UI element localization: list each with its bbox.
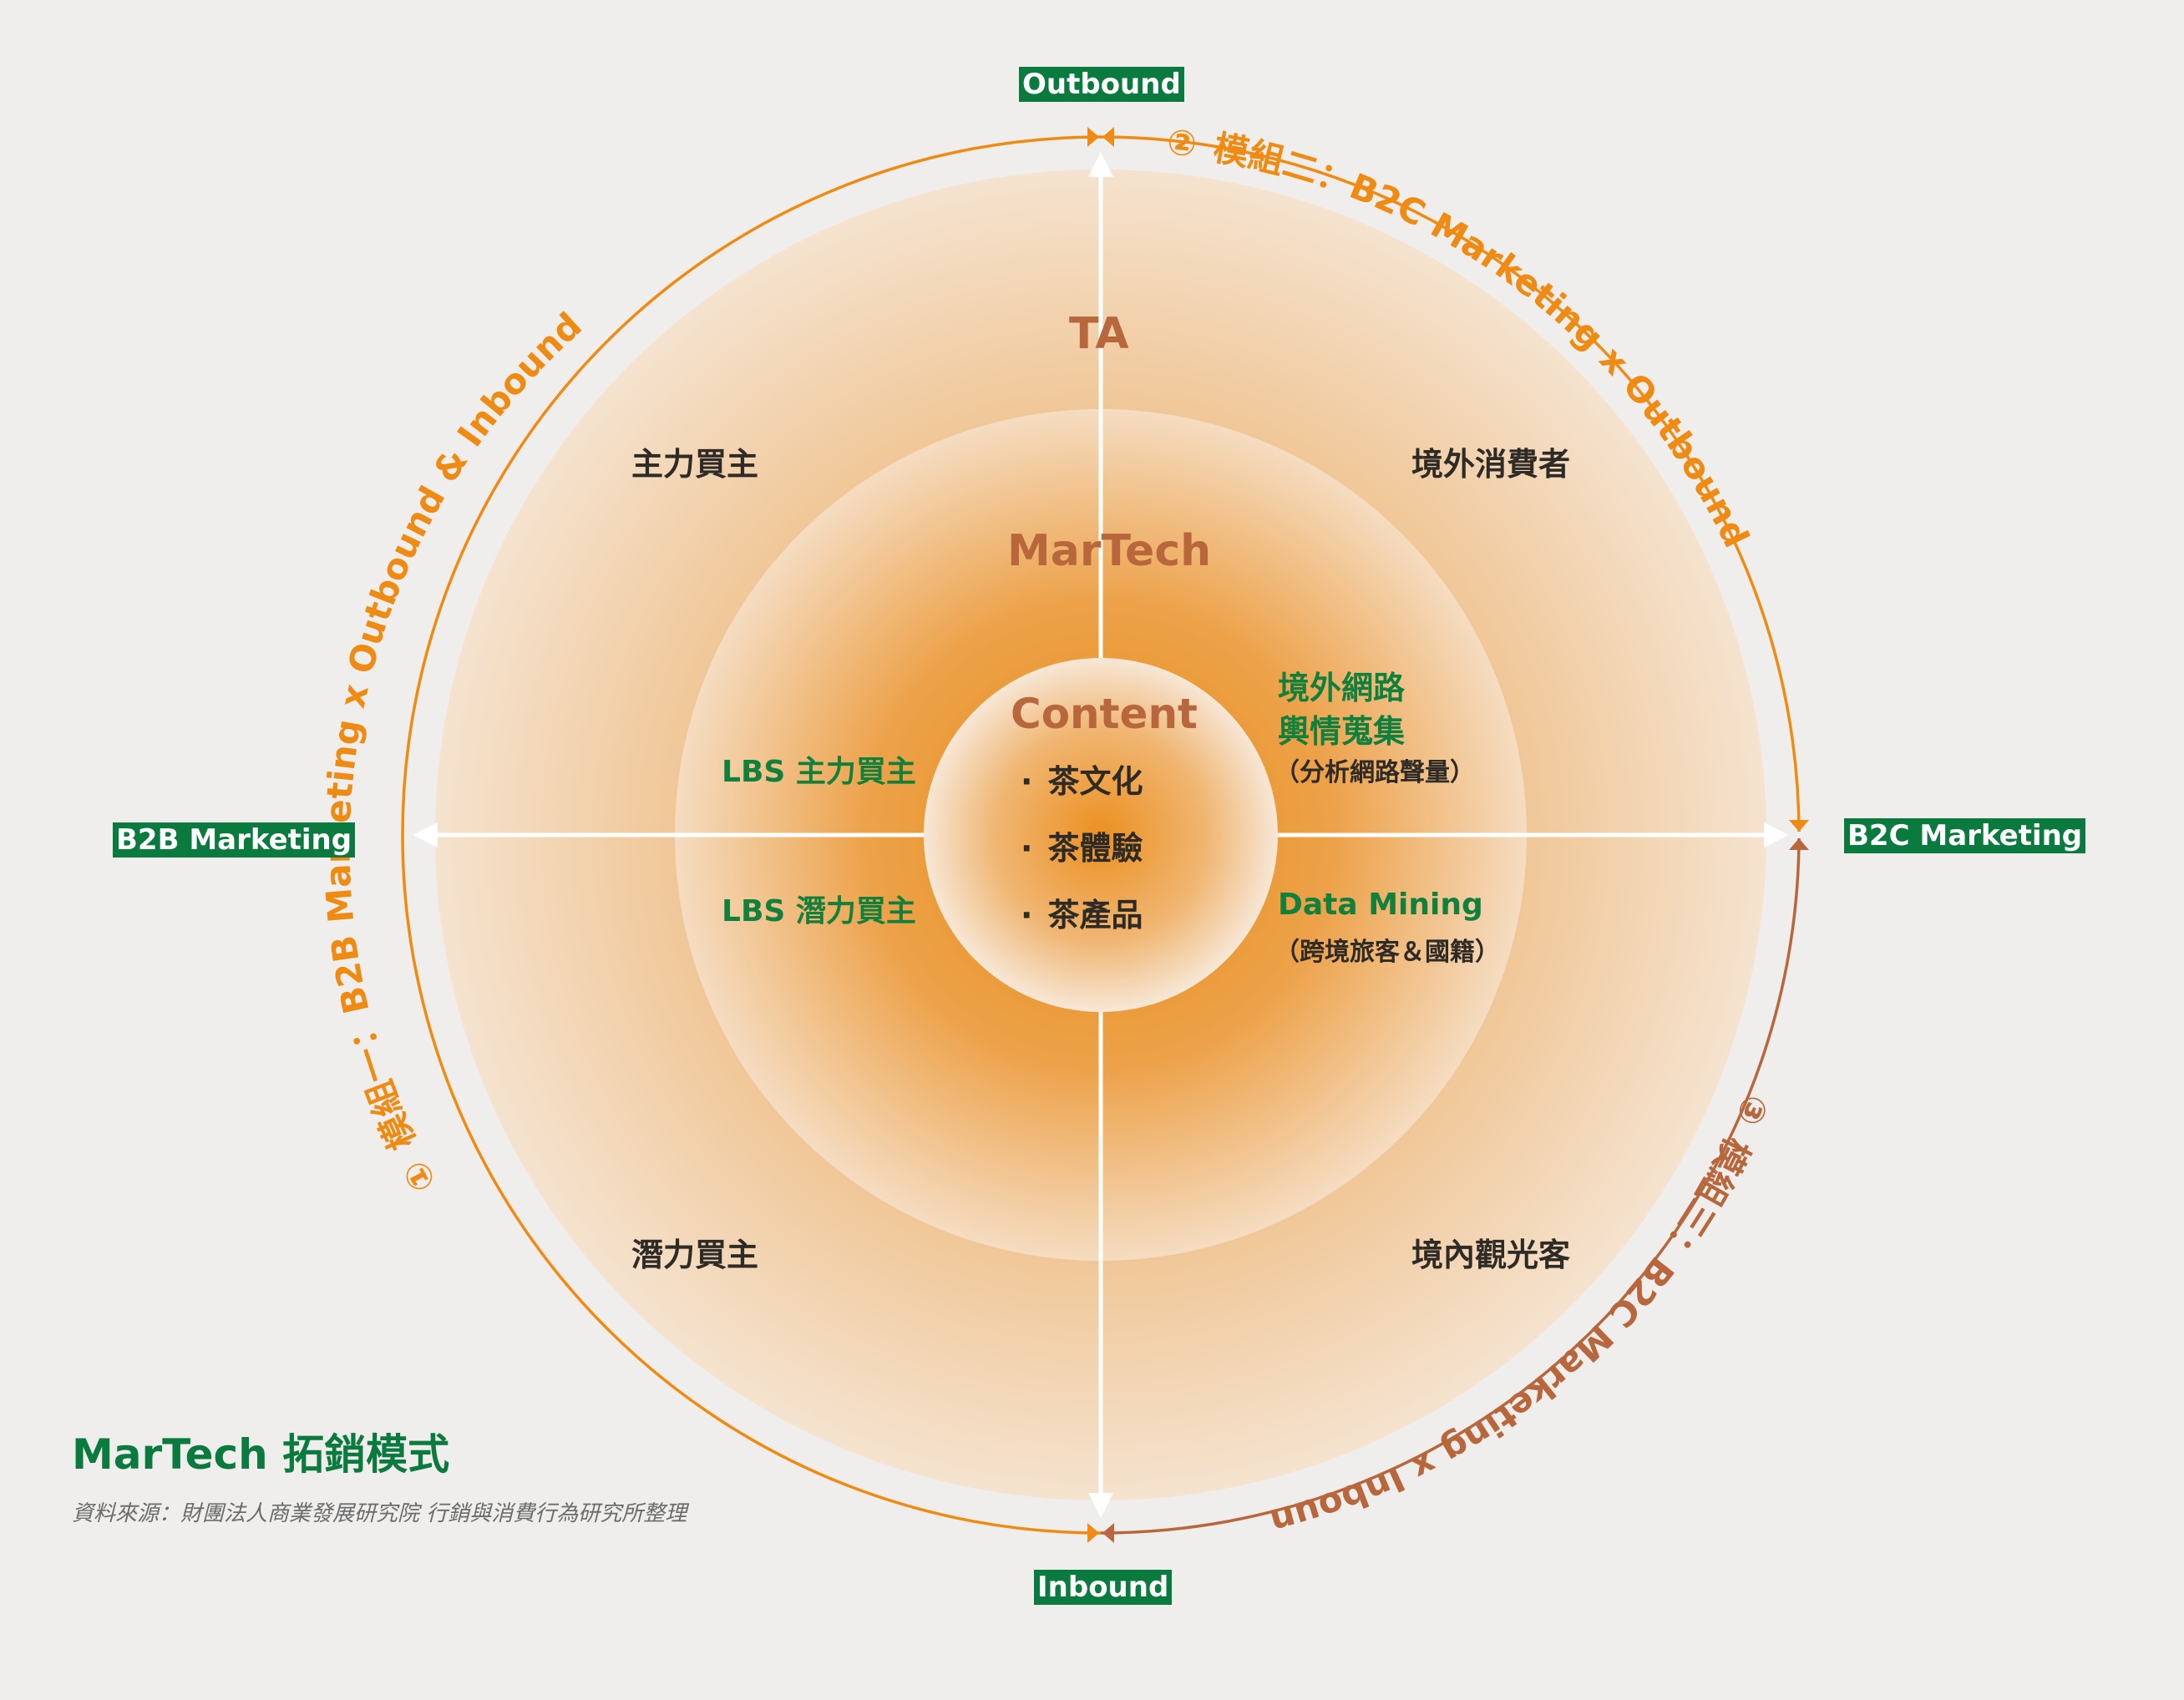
quadrant-top-left: 主力買主	[631, 446, 759, 483]
axis-label-b2c: B2C Marketing	[1844, 818, 2086, 853]
center-item: 茶產品	[1021, 882, 1143, 949]
axis-label-b2b: B2B Marketing	[113, 822, 356, 858]
axis-label-outbound: Outbound	[1019, 67, 1184, 102]
module-arc-brown	[1100, 837, 1801, 1535]
data-mining-title: Data Mining	[1278, 888, 1483, 922]
center-item-list: 茶文化 茶體驗 茶產品	[1021, 748, 1143, 949]
data-mining-note: （跨境旅客＆國籍）	[1274, 938, 1500, 967]
ring-title-content: Content	[1011, 690, 1198, 738]
module-arc-orange	[401, 135, 1801, 1535]
lbs-main-buyer: LBS 主力買主	[722, 755, 916, 789]
lbs-potential-buyer: LBS 潛力買主	[722, 894, 916, 928]
source-note: 資料來源：財團法人商業發展研究院 行銷與消費行為研究所整理	[72, 1501, 687, 1526]
quadrant-top-right: 境外消費者	[1411, 446, 1571, 483]
arc-end-markers	[1087, 127, 1809, 1543]
center-item: 茶體驗	[1021, 815, 1143, 882]
overseas-network-line1: 境外網路	[1278, 670, 1406, 706]
diagram-title: MarTech 拓銷模式	[72, 1430, 450, 1479]
quadrant-bottom-right: 境內觀光客	[1411, 1237, 1571, 1273]
overseas-network-note: （分析網路聲量）	[1274, 758, 1475, 787]
quadrant-bottom-left: 潛力買主	[631, 1237, 759, 1273]
ring-title-martech: MarTech	[1007, 526, 1212, 576]
axis-lines	[413, 152, 1789, 1518]
center-item: 茶文化	[1021, 748, 1143, 815]
axis-label-inbound: Inbound	[1034, 1570, 1173, 1605]
overseas-network-line2: 輿情蒐集	[1278, 713, 1406, 750]
ring-title-ta: TA	[1069, 309, 1129, 359]
